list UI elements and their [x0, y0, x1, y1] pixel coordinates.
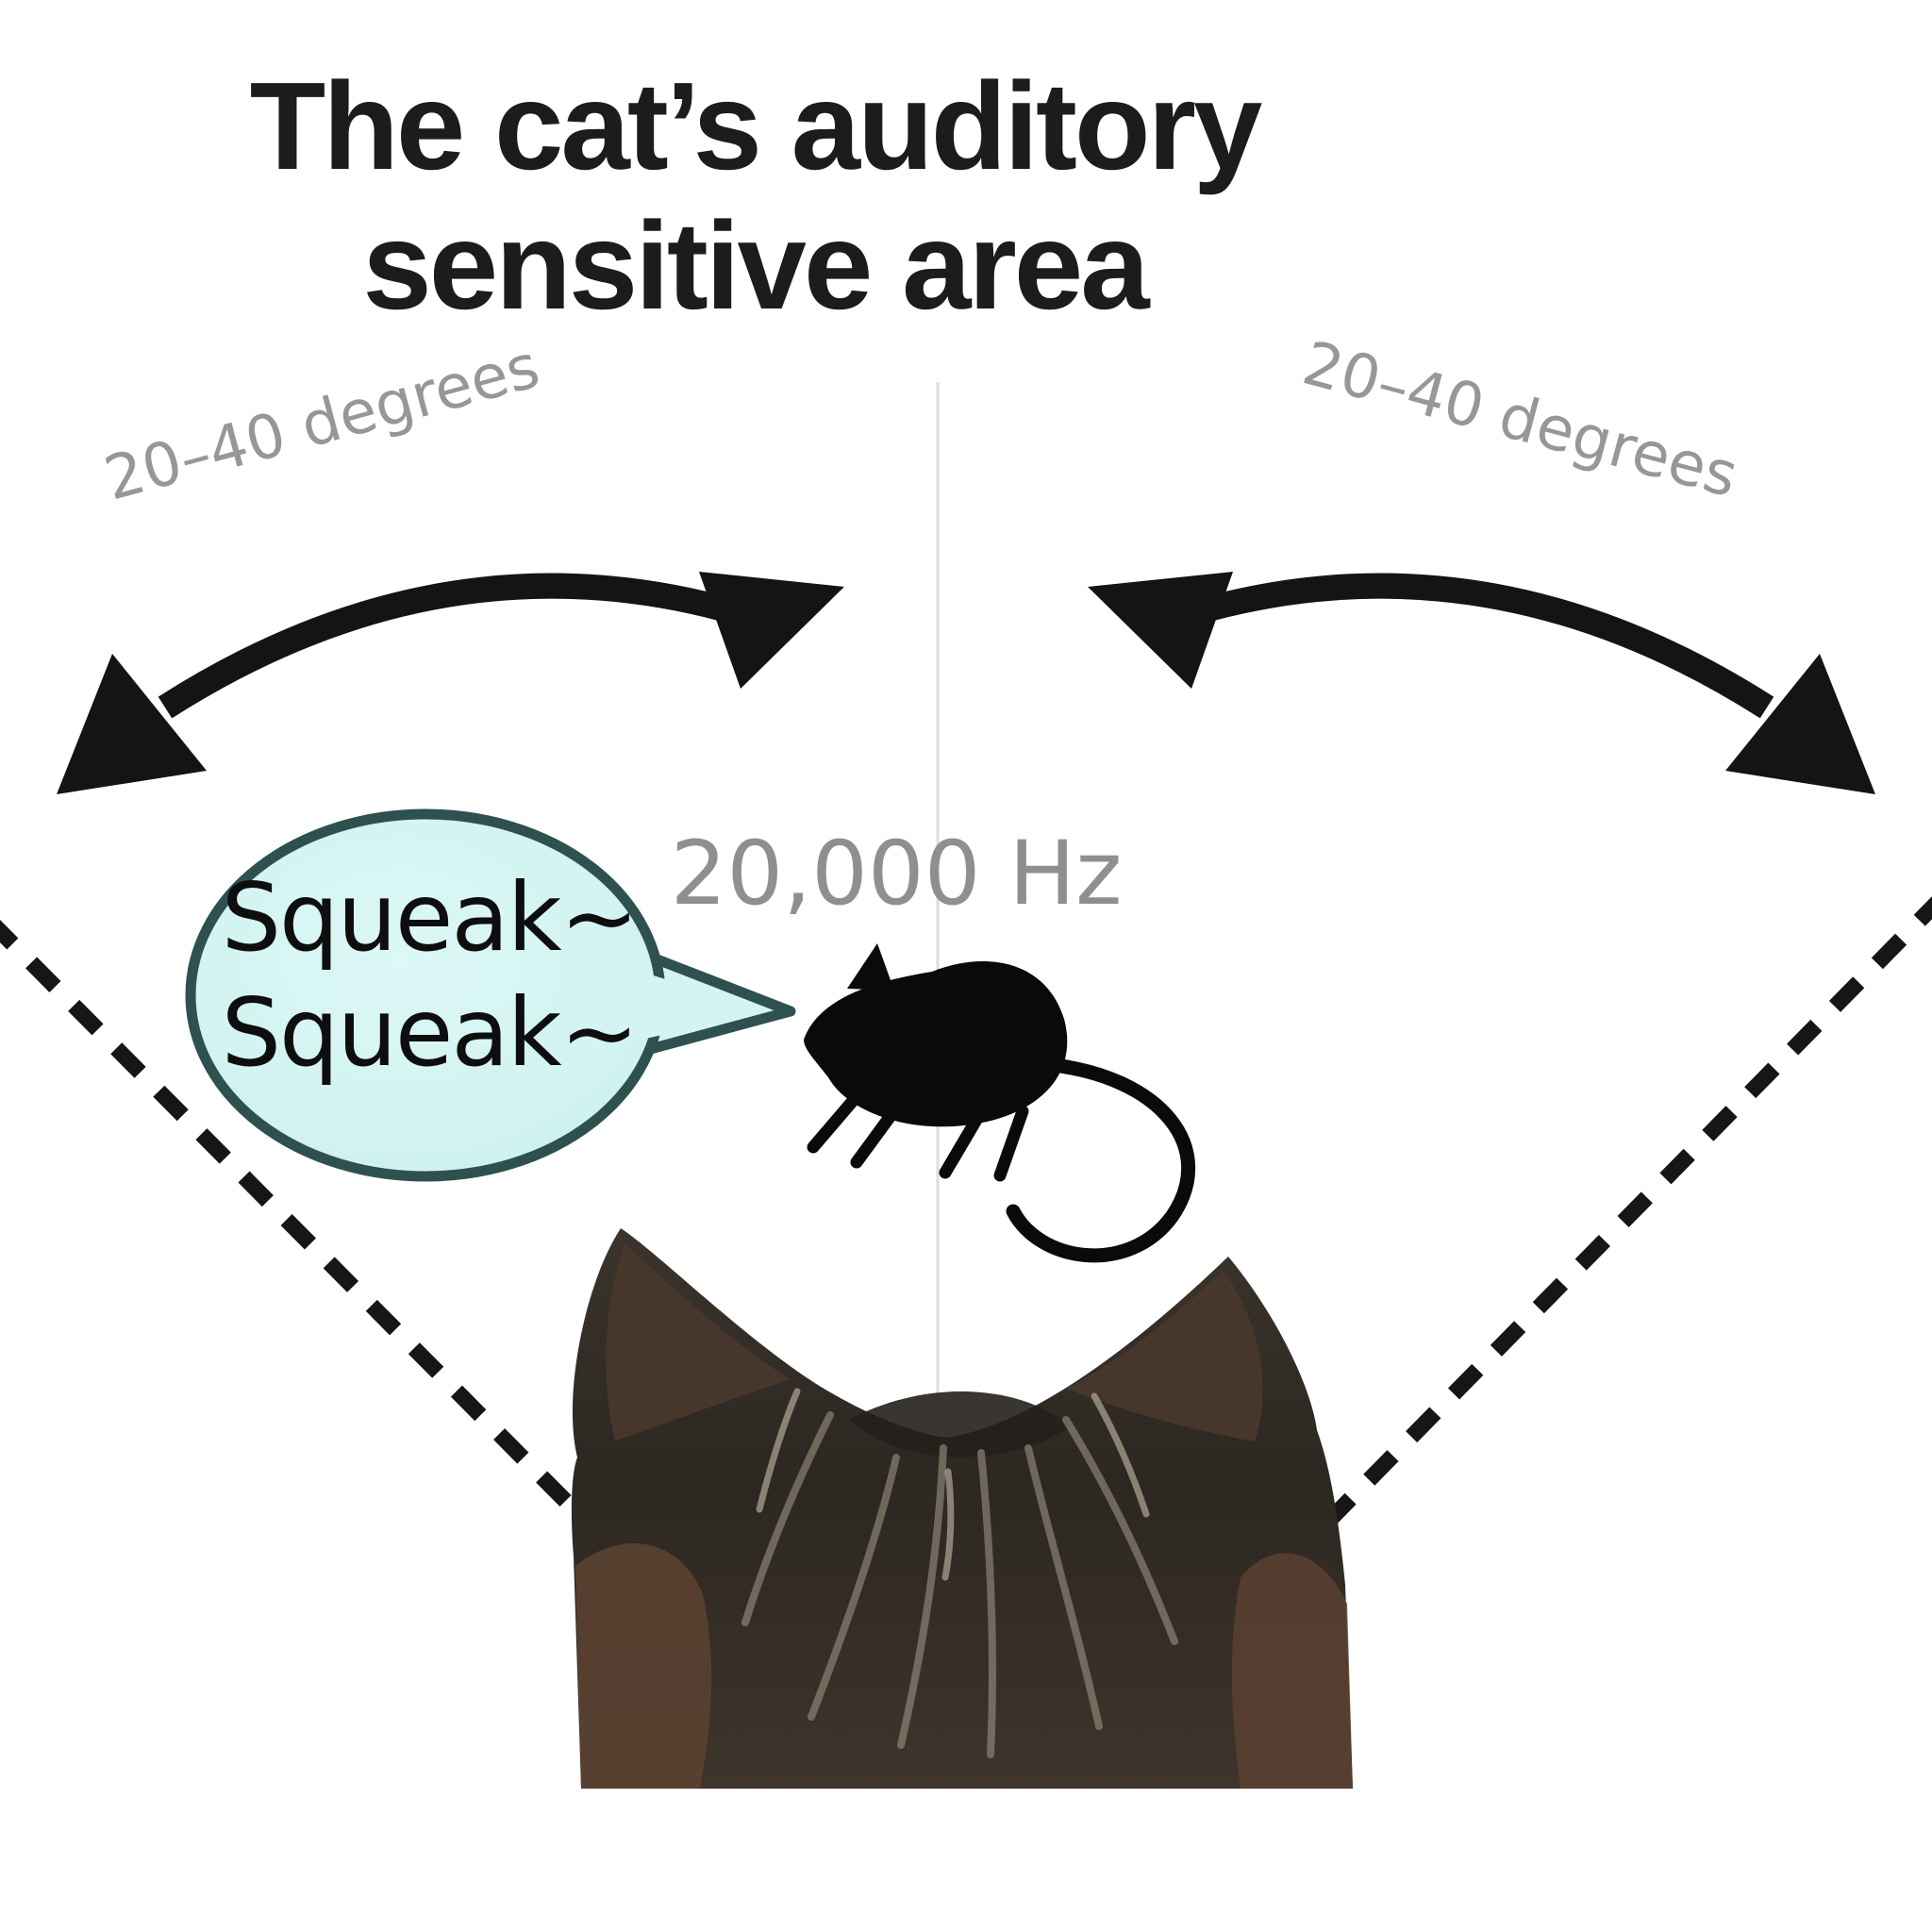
speech-bubble-line2: Squeak~ — [221, 977, 640, 1088]
arrowhead-left-tip — [57, 654, 207, 794]
mouse-silhouette-icon — [804, 943, 1196, 1263]
page-title-line2: sensitive area — [362, 195, 1149, 335]
cat-fur-patch-right — [1231, 1553, 1353, 1789]
cat-fur-patch-left — [575, 1543, 712, 1789]
page-title: The cat’s auditory sensitive area — [0, 57, 1509, 336]
cat-fur-flecks — [756, 1388, 1150, 1581]
cat-inner-ear-left — [606, 1243, 791, 1441]
mouse-tail — [1006, 1057, 1196, 1263]
speech-bubble — [185, 808, 796, 1182]
cat-inner-ear-right — [1066, 1270, 1263, 1441]
cat-head-photo — [571, 1228, 1353, 1789]
speech-bubble-tail-join — [574, 953, 769, 1055]
arrowhead-right-tip — [1725, 654, 1875, 794]
frequency-label: 20,000 Hz — [670, 823, 1123, 925]
page-title-line1: The cat’s auditory — [249, 57, 1263, 195]
cat-fur-crown — [849, 1391, 1071, 1457]
arrowhead-left-tip — [1088, 572, 1233, 689]
mouse-body — [804, 960, 1068, 1127]
speech-bubble-text: Squeak~ Squeak~ — [184, 860, 675, 1091]
cat-fur-highlights — [741, 1411, 1178, 1758]
hearing-cone-dashed-line-left — [0, 920, 627, 1562]
speech-bubble-line1: Squeak~ — [221, 862, 640, 973]
curved-double-arrow-right — [1088, 572, 1875, 794]
curved-double-arrow-left — [57, 572, 844, 794]
arrowhead-right-tip — [699, 572, 844, 689]
mouse-ear — [847, 943, 894, 991]
hearing-cone-dashed-line-right — [1248, 896, 1932, 1602]
